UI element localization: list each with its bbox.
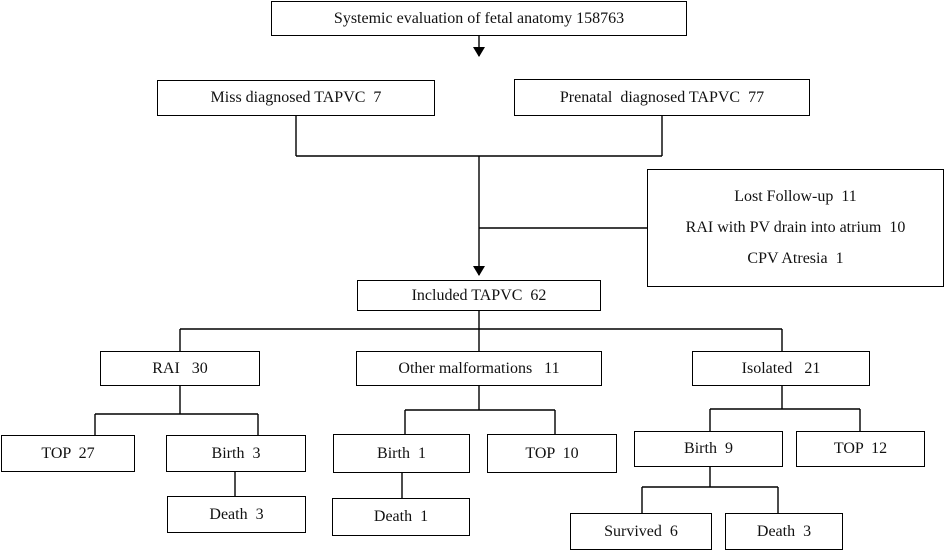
group-other-box: Other malformations 11 xyxy=(356,351,602,386)
isolated-survived-box: Survived 6 xyxy=(570,513,712,550)
rai-death-box: Death 3 xyxy=(167,496,306,533)
prenatal-box: Prenatal diagnosed TAPVC 77 xyxy=(514,79,810,116)
exclusion-cpv: CPV Atresia 1 xyxy=(747,250,844,267)
isolated-top-box: TOP 12 xyxy=(796,431,925,467)
exclusion-rai-atrium: RAI with PV drain into atrium 10 xyxy=(685,219,906,236)
other-death-box: Death 1 xyxy=(332,498,470,536)
other-birth-box: Birth 1 xyxy=(333,434,470,473)
rai-top-box: TOP 27 xyxy=(1,435,135,472)
missed-box: Miss diagnosed TAPVC 7 xyxy=(157,80,435,116)
isolated-death-box: Death 3 xyxy=(725,513,843,550)
included-box: Included TAPVC 62 xyxy=(357,280,601,311)
exclusion-lost: Lost Follow-up 11 xyxy=(734,188,857,205)
other-top-box: TOP 10 xyxy=(487,434,617,473)
root-box: Systemic evaluation of fetal anatomy 158… xyxy=(271,1,687,36)
exclusion-box: Lost Follow-up 11 RAI with PV drain into… xyxy=(647,169,944,287)
group-isolated-box: Isolated 21 xyxy=(692,351,870,386)
group-rai-box: RAI 30 xyxy=(100,351,260,386)
isolated-birth-box: Birth 9 xyxy=(634,431,783,467)
rai-birth-box: Birth 3 xyxy=(166,435,306,472)
